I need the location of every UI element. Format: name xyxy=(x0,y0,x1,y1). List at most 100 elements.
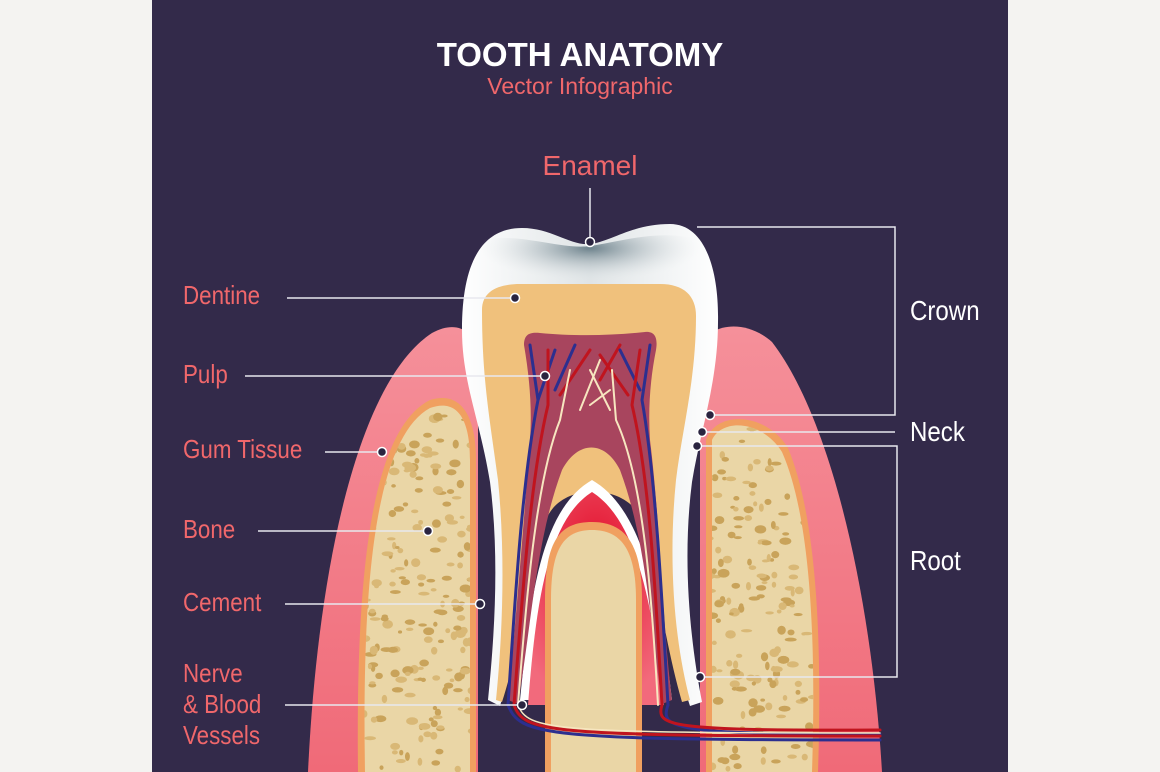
bone-pore xyxy=(441,575,452,581)
bone-pore xyxy=(721,457,730,462)
bone-pore xyxy=(500,738,507,744)
bone-pore xyxy=(712,696,724,705)
bone-pore xyxy=(430,588,437,592)
bone-pore xyxy=(416,574,427,581)
bone-pore xyxy=(784,493,791,500)
label-pulp: Pulp xyxy=(183,359,228,389)
bone-pore xyxy=(348,422,356,425)
bone-pore xyxy=(369,608,376,614)
bone-pore xyxy=(817,410,829,418)
bone-pore xyxy=(432,486,443,494)
marker-dot xyxy=(516,699,528,711)
bone-pore xyxy=(761,559,770,563)
bone-pore xyxy=(364,409,371,414)
bone-pore xyxy=(787,754,797,759)
bone-pore xyxy=(423,432,432,438)
bone-pore xyxy=(390,569,396,573)
bone-pore xyxy=(506,741,514,751)
bone-pore xyxy=(411,558,421,568)
bone-pore xyxy=(771,759,781,764)
marker-dot xyxy=(422,525,434,537)
bone-pore xyxy=(464,697,470,703)
marker-dot xyxy=(539,370,551,382)
bone-pore xyxy=(656,745,662,753)
bone-pore xyxy=(502,741,511,749)
bone-pore xyxy=(394,545,400,550)
bone-pore xyxy=(493,760,500,764)
bone-pore xyxy=(760,746,767,754)
bone-pore xyxy=(457,562,463,569)
bone-pore xyxy=(397,547,404,554)
bone-pore xyxy=(782,694,788,701)
bone-pore xyxy=(483,714,494,722)
bone-pore xyxy=(740,629,753,633)
bone-pore xyxy=(367,663,373,670)
bone-pore xyxy=(390,742,401,750)
section-neck: Neck xyxy=(910,416,965,447)
bone-pore xyxy=(395,676,407,683)
bone-pore xyxy=(405,450,416,457)
bone-pore xyxy=(765,611,774,615)
bone-pore xyxy=(397,443,406,450)
bone-pore xyxy=(754,525,767,534)
bone-pore xyxy=(409,471,417,478)
bone-pore xyxy=(423,636,433,643)
bone-pore xyxy=(734,525,743,529)
bone-pore xyxy=(395,758,406,764)
bone-pore xyxy=(350,425,360,431)
bone-pore xyxy=(770,666,783,673)
bone-pore xyxy=(435,748,444,755)
bone-pore xyxy=(417,677,424,681)
bone-pore xyxy=(462,637,470,647)
bone-pore xyxy=(777,655,790,664)
bone-pore xyxy=(746,674,756,682)
bone-pore xyxy=(368,683,377,688)
bone-pore xyxy=(530,732,541,742)
bone-pore xyxy=(433,621,438,627)
bone-pore xyxy=(807,694,814,700)
bone-pore xyxy=(446,520,459,525)
bone-pore xyxy=(457,530,466,538)
bone-pore xyxy=(504,738,510,745)
bone-pore xyxy=(745,582,752,591)
bone-pore xyxy=(692,551,700,556)
bone-pore xyxy=(411,509,419,514)
bone-pore xyxy=(379,765,384,770)
bone-pore xyxy=(753,458,761,465)
bone-pore xyxy=(502,711,507,720)
bone-pore xyxy=(513,753,525,757)
bone-pore xyxy=(778,602,787,610)
bone-pore xyxy=(786,661,799,668)
bone-pore xyxy=(389,590,401,594)
bone-pore xyxy=(390,669,400,678)
label-gum-tissue: Gum Tissue xyxy=(183,434,303,464)
bone-pore xyxy=(432,675,441,681)
bone-pore xyxy=(748,565,757,570)
bone-pore xyxy=(374,584,379,589)
marker-dot xyxy=(376,446,388,458)
bone-pore xyxy=(744,515,753,522)
bone-pore xyxy=(382,619,394,629)
bone-pore xyxy=(364,410,374,417)
label-nerve-line-1: Nerve xyxy=(183,658,243,688)
label-cement: Cement xyxy=(183,587,262,617)
bone-pore xyxy=(492,761,500,766)
bone-pore xyxy=(482,562,489,568)
bone-pore xyxy=(747,558,752,566)
bone-pore xyxy=(442,594,450,598)
bone-pore xyxy=(722,476,727,481)
bone-pore xyxy=(432,715,443,720)
bone-pore xyxy=(404,692,416,698)
bone-pore xyxy=(481,638,490,644)
bone-pore xyxy=(725,476,737,482)
bone-pore xyxy=(374,715,387,723)
bone-pore xyxy=(457,707,463,711)
bone-pore xyxy=(429,547,441,553)
bone-pore xyxy=(404,559,409,567)
bone-pore xyxy=(404,671,411,677)
bone-pore xyxy=(484,627,494,634)
bone-pore xyxy=(414,458,420,464)
bone-pore xyxy=(756,573,767,579)
bone-pore xyxy=(452,439,459,449)
bone-pore xyxy=(478,617,483,623)
